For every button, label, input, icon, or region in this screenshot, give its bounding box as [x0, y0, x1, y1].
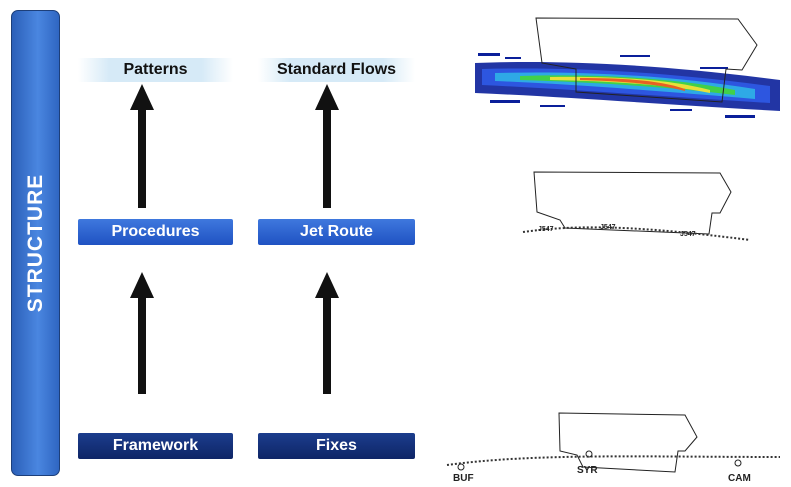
fix-label-syr: SYR	[577, 465, 598, 476]
arrow-up-icon	[130, 272, 154, 394]
standard-flows-label: Standard Flows	[258, 58, 415, 82]
procedures-box: Procedures	[78, 219, 233, 245]
traffic-density-map	[475, 17, 780, 118]
structure-label: STRUCTURE	[23, 173, 47, 313]
patterns-label: Patterns	[78, 58, 233, 82]
fix-label-cam: CAM	[728, 473, 751, 484]
arrow-up-icon	[130, 84, 154, 208]
framework-box: Framework	[78, 433, 233, 459]
arrow-up-icon	[315, 84, 339, 208]
jet-route-label: J547	[538, 226, 554, 233]
arrow-up-icon	[315, 272, 339, 394]
fixes-box: Fixes	[258, 433, 415, 459]
fix-label-buf: BUF	[453, 473, 474, 484]
fixes-map: BUF SYR CAM	[446, 412, 781, 484]
jet-route-label: J547	[680, 231, 696, 238]
jet-route-box: Jet Route	[258, 219, 415, 245]
jet-route-map: J547 J547 J547	[522, 171, 751, 241]
structure-banner: STRUCTURE	[11, 10, 60, 476]
jet-route-label: J547	[600, 224, 616, 231]
